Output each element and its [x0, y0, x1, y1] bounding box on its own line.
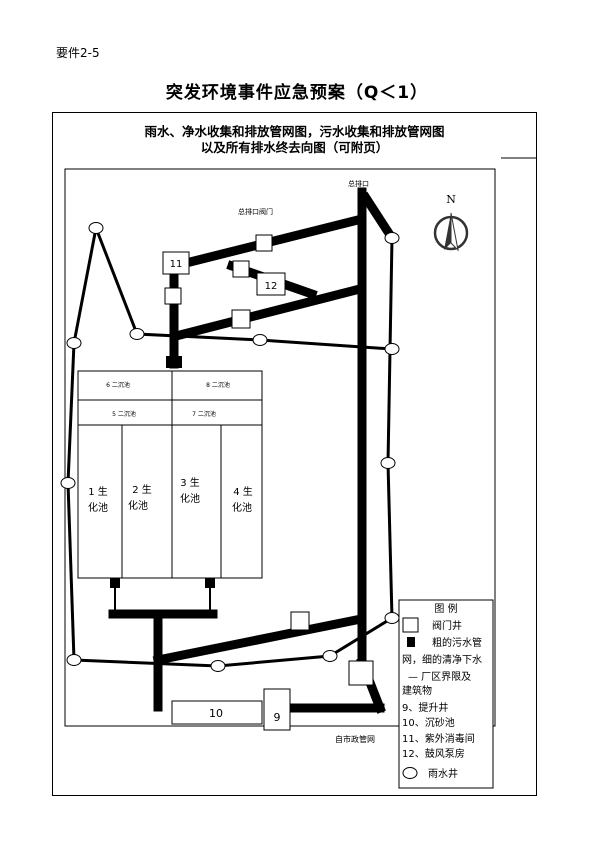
- rain-line-top: [94, 227, 393, 351]
- tank-block: [77, 370, 263, 579]
- valve-well: [348, 660, 374, 686]
- sewage-upper-pipe: [184, 214, 364, 268]
- legend-title: 图 例: [434, 602, 457, 615]
- uv-disinfection-box: [162, 251, 190, 275]
- legend-valve-well: 阀门井: [432, 619, 462, 632]
- tank-8-label: 8 二沉池: [206, 381, 230, 389]
- valve-well: [255, 234, 273, 252]
- subtitle-line-2: 以及所有排水终去向图（可附页）: [200, 140, 389, 155]
- legend-pipe-line2: 网，细的清净下水: [402, 653, 482, 666]
- rain-well: [129, 328, 145, 340]
- rain-line-left-upper: [72, 227, 98, 344]
- legend-item-10: 10、沉砂池: [402, 716, 455, 729]
- rain-well: [384, 343, 400, 355]
- legend-rain-well: 雨水井: [428, 767, 458, 780]
- legend-item-9: 9、提升井: [402, 701, 448, 714]
- blower-room-box: [256, 272, 286, 296]
- legend-pipe-line1: 粗的污水管: [432, 636, 482, 649]
- grit-chamber-box: [171, 700, 263, 725]
- rain-line-right-lower: [386, 462, 394, 619]
- valve-well: [231, 309, 251, 329]
- sewage-outlet-branch: [359, 191, 399, 245]
- box-9-label: 9: [274, 711, 281, 724]
- legend-pipe-symbol: [407, 637, 415, 647]
- lift-well-box: [263, 688, 291, 731]
- valve-well: [164, 287, 182, 305]
- tank-6-label: 6 二沉池: [106, 381, 130, 389]
- rain-line-left-mid: [66, 342, 76, 484]
- tank-5-label: 5 二沉池: [112, 410, 136, 418]
- rain-well: [384, 612, 400, 624]
- legend-valve-symbol: [402, 617, 419, 633]
- content-frame: [52, 112, 537, 796]
- rain-well: [66, 337, 82, 349]
- bio-tank-2-line2: 化池: [128, 499, 148, 512]
- tank-7-label: 7 二沉池: [192, 410, 216, 418]
- valve-well: [232, 260, 250, 278]
- rain-well: [66, 654, 82, 666]
- rain-line-left-lower: [66, 482, 76, 661]
- bio-tank-3-line2: 化池: [180, 492, 200, 505]
- north-arrow-icon: N: [433, 193, 469, 252]
- subtitle-line-1: 雨水、净水收集和排放管网图，污水收集和排放管网图: [144, 124, 445, 139]
- box-11-label: 11: [170, 259, 183, 270]
- annex-label: 要件2-5: [56, 46, 100, 60]
- valve-wells: [164, 234, 374, 686]
- box-10-label: 10: [209, 707, 223, 720]
- legend: 图 例 阀门井 粗的污水管 网，细的清净下水 — 厂区界限及 建筑物 9、提升井…: [398, 599, 494, 789]
- box-12-label: 12: [265, 281, 278, 292]
- north-label: N: [446, 193, 456, 206]
- outlet-block-left: [110, 578, 120, 588]
- outlet-block-right: [205, 578, 215, 588]
- bio-tank-4-line2: 化池: [232, 501, 252, 514]
- rain-well: [252, 334, 268, 346]
- document-title: 突发环境事件应急预案（Q＜1）: [165, 83, 429, 103]
- rain-well: [210, 660, 226, 672]
- bio-tank-2-line1: 2 生: [132, 483, 152, 496]
- sewage-middle-pipe: [170, 284, 362, 342]
- legend-boundary-line2: 建筑物: [402, 684, 432, 697]
- inlet-block: [166, 356, 182, 368]
- sewage-lower-pipe: [152, 614, 362, 666]
- legend-item-11: 11、紫外消毒间: [402, 732, 475, 745]
- bio-tank-4-line1: 4 生: [233, 485, 253, 498]
- rain-well: [60, 477, 76, 489]
- municipal-network-label: 自市政管网: [335, 734, 375, 744]
- valve-well: [290, 611, 310, 631]
- bio-tank-3-line1: 3 生: [180, 476, 200, 489]
- rain-well: [88, 222, 104, 234]
- rain-well: [322, 650, 338, 662]
- rain-wells: [60, 222, 400, 672]
- main-outlet-valve-label: 总排口阀门: [238, 207, 273, 216]
- bio-tank-1-line2: 化池: [88, 501, 108, 514]
- rain-well: [380, 457, 396, 469]
- rain-well: [384, 232, 400, 244]
- legend-rain-symbol: [402, 767, 418, 779]
- legend-boundary-line1: — 厂区界限及: [408, 671, 471, 683]
- bio-tank-1-line1: 1 生: [88, 485, 108, 498]
- treatment-tanks: [77, 370, 263, 579]
- rain-line-bottom: [73, 654, 331, 668]
- legend-item-12: 12、鼓风泵房: [402, 747, 465, 760]
- main-outlet-label: 总排口: [348, 179, 369, 188]
